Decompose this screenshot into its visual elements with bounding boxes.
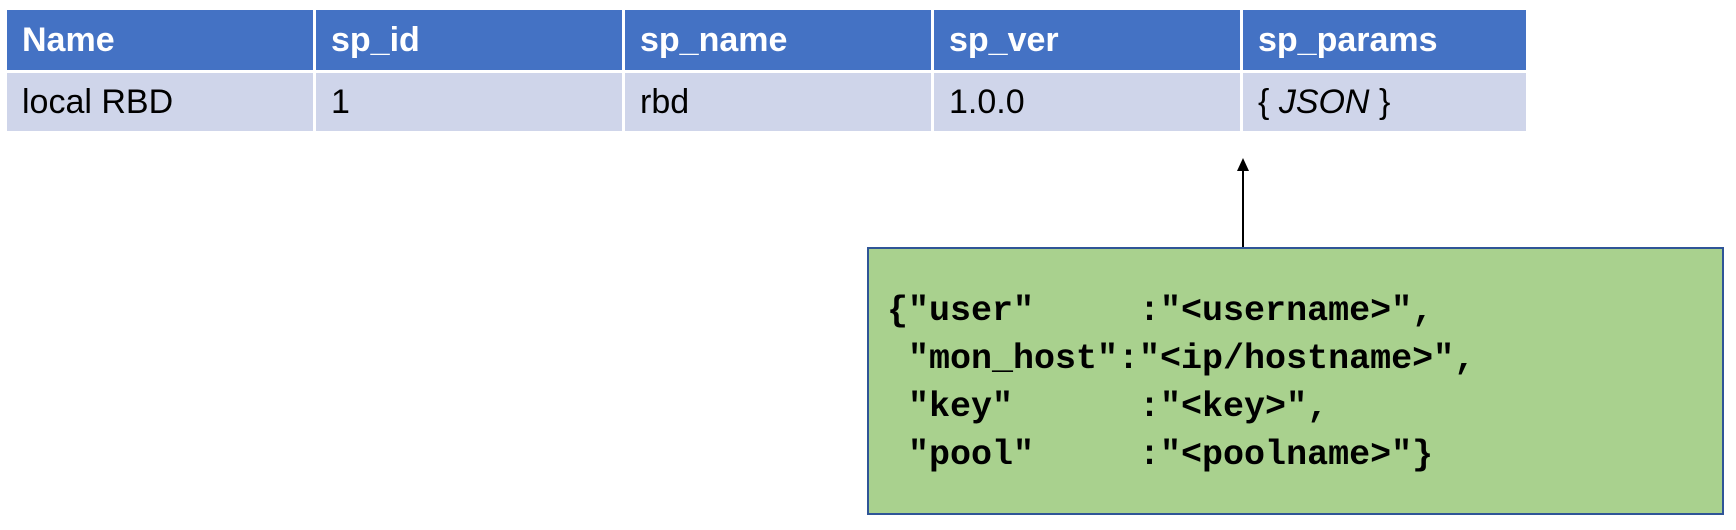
sp-params-json-label: JSON xyxy=(1278,82,1370,121)
header-name: Name xyxy=(7,10,313,70)
header-sp-id: sp_id xyxy=(316,10,622,70)
cell-sp-ver: 1.0.0 xyxy=(934,73,1240,131)
header-sp-params: sp_params xyxy=(1243,10,1526,70)
cell-sp-id: 1 xyxy=(316,73,622,131)
table-header-row: Name sp_id sp_name sp_ver sp_params xyxy=(7,10,1526,70)
json-line-key: "key" :"<key>", xyxy=(887,387,1329,427)
cell-sp-params: { JSON } xyxy=(1243,73,1526,131)
cell-name: local RBD xyxy=(7,73,313,131)
json-line-pool: "pool" :"<poolname>"} xyxy=(887,435,1434,475)
storage-provider-table: Name sp_id sp_name sp_ver sp_params loca… xyxy=(4,7,1529,134)
arrow-head xyxy=(1237,158,1249,171)
json-params-box: {"user" :"<username>", "mon_host":"<ip/h… xyxy=(867,247,1724,515)
table-row: local RBD 1 rbd 1.0.0 { JSON } xyxy=(7,73,1526,131)
json-code-block: {"user" :"<username>", "mon_host":"<ip/h… xyxy=(887,287,1475,479)
header-sp-name: sp_name xyxy=(625,10,931,70)
sp-params-open-brace: { xyxy=(1258,82,1279,121)
cell-sp-name: rbd xyxy=(625,73,931,131)
sp-params-close-brace: } xyxy=(1369,82,1391,121)
json-line-user: {"user" :"<username>", xyxy=(887,291,1434,331)
header-sp-ver: sp_ver xyxy=(934,10,1240,70)
json-line-mon-host: "mon_host":"<ip/hostname>", xyxy=(887,339,1476,379)
